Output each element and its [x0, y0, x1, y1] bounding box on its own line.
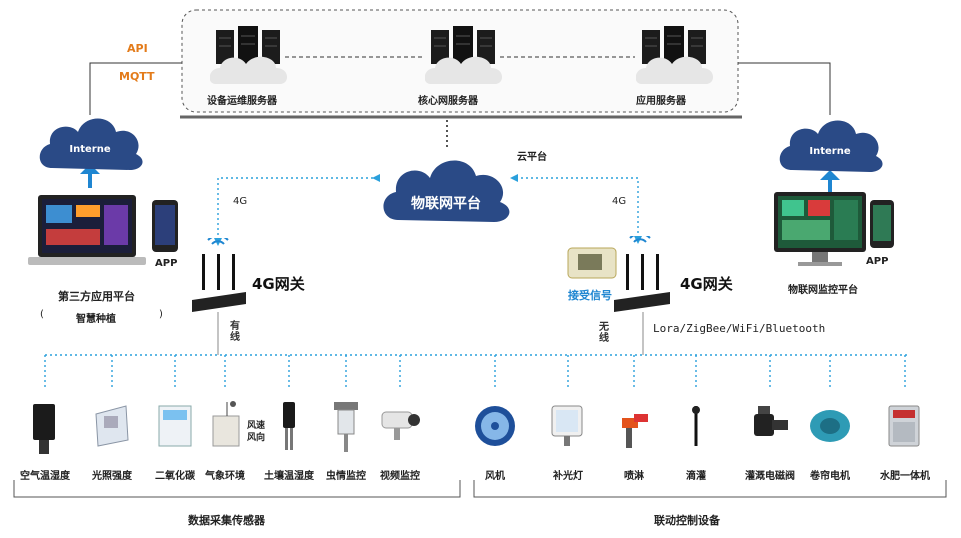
control-device-label: 喷淋	[624, 471, 644, 482]
internet-label-left: Interne	[69, 144, 111, 155]
sensor-label: 二氧化碳	[155, 471, 195, 482]
device-icon	[810, 410, 850, 442]
phone-icon	[870, 200, 894, 248]
wireless-protocols-label: Lora/ZigBee/WiFi/Bluetooth	[653, 322, 826, 335]
wind-speed-label: 风速	[247, 421, 266, 431]
router-icon	[192, 238, 246, 312]
receive-signal-label: 接受信号	[568, 289, 612, 302]
control-device-label: 滴灌	[686, 471, 706, 482]
iot-platform-label: 物联网平台	[411, 196, 481, 212]
internet-cloud-icon	[779, 120, 883, 172]
internet-label-right: Interne	[809, 146, 851, 157]
control-device-label: 风机	[485, 471, 505, 482]
4g-label-right: 4G	[612, 196, 627, 207]
sensor-group-title: 数据采集传感器	[188, 514, 265, 527]
api-label: API	[127, 42, 148, 55]
sensor-bracket	[13, 480, 461, 498]
control-device-label: 水肥一体机	[880, 471, 930, 482]
control-device-label: 灌溉电磁阀	[745, 471, 795, 482]
sensor-label: 气象环境	[205, 471, 245, 482]
wind-direction-label: 风向	[247, 433, 266, 443]
control-device-label: 补光灯	[553, 471, 583, 482]
internet-cloud-icon	[39, 118, 143, 170]
laptop-dashboard-icon	[28, 195, 146, 265]
control-device-label: 卷帘电机	[810, 471, 850, 482]
router-icon	[614, 236, 670, 312]
device-icon	[551, 405, 583, 446]
cloud-platform-tag: 云平台	[517, 152, 547, 163]
right-app-label: APP	[866, 256, 889, 267]
sensor-label: 空气温湿度	[20, 471, 70, 482]
device-icon	[622, 414, 648, 448]
server-rack-icon	[636, 26, 713, 84]
server-label-ops: 设备运维服务器	[207, 96, 277, 107]
iot-platform-cloud-icon	[383, 160, 510, 222]
left-platform-title: 第三方应用平台	[58, 290, 135, 303]
device-icon	[334, 402, 358, 452]
up-arrow-left	[80, 164, 100, 174]
sensor-label: 光照强度	[92, 471, 132, 482]
left-platform-subtitle: 智慧种植	[76, 314, 116, 325]
left-4g-link	[217, 177, 378, 240]
4g-label-left: 4G	[233, 196, 248, 207]
right-internet-line	[738, 62, 831, 115]
up-arrow-right	[820, 170, 840, 180]
gateway-right-label: 4G网关	[680, 275, 733, 293]
device-icon	[33, 404, 55, 454]
signal-module-icon	[567, 247, 617, 279]
device-icon	[692, 406, 700, 446]
wireless-label: 无线	[599, 322, 609, 344]
device-icon	[212, 401, 240, 447]
server-label-core: 核心网服务器	[418, 96, 478, 107]
device-icon	[158, 405, 192, 447]
device-icon	[754, 406, 788, 436]
control-bracket	[473, 480, 947, 498]
monitor-dashboard-icon	[774, 192, 866, 266]
mqtt-label: MQTT	[119, 70, 155, 83]
phone-icon	[152, 200, 178, 252]
device-icon	[381, 411, 420, 440]
server-rack-icon	[425, 26, 502, 84]
sensor-label: 土壤温湿度	[264, 471, 314, 482]
device-icon	[475, 406, 515, 446]
server-label-app: 应用服务器	[636, 96, 686, 107]
sensor-label: 虫情监控	[326, 471, 366, 482]
wired-label: 有线	[230, 321, 240, 343]
left-app-label: APP	[155, 258, 178, 269]
device-icon	[95, 405, 129, 447]
control-group-title: 联动控制设备	[654, 514, 720, 527]
right-platform-title: 物联网监控平台	[788, 285, 858, 296]
left-internet-line	[89, 62, 182, 115]
right-4g-link	[516, 177, 639, 238]
gateway-left-label: 4G网关	[252, 275, 305, 293]
left-platform-paren-close: )	[159, 309, 163, 320]
device-icon	[888, 405, 920, 447]
sensor-label: 视频监控	[380, 471, 420, 482]
left-platform-paren-open: (	[40, 309, 44, 320]
server-rack-icon	[210, 26, 287, 84]
device-icon	[283, 402, 295, 450]
